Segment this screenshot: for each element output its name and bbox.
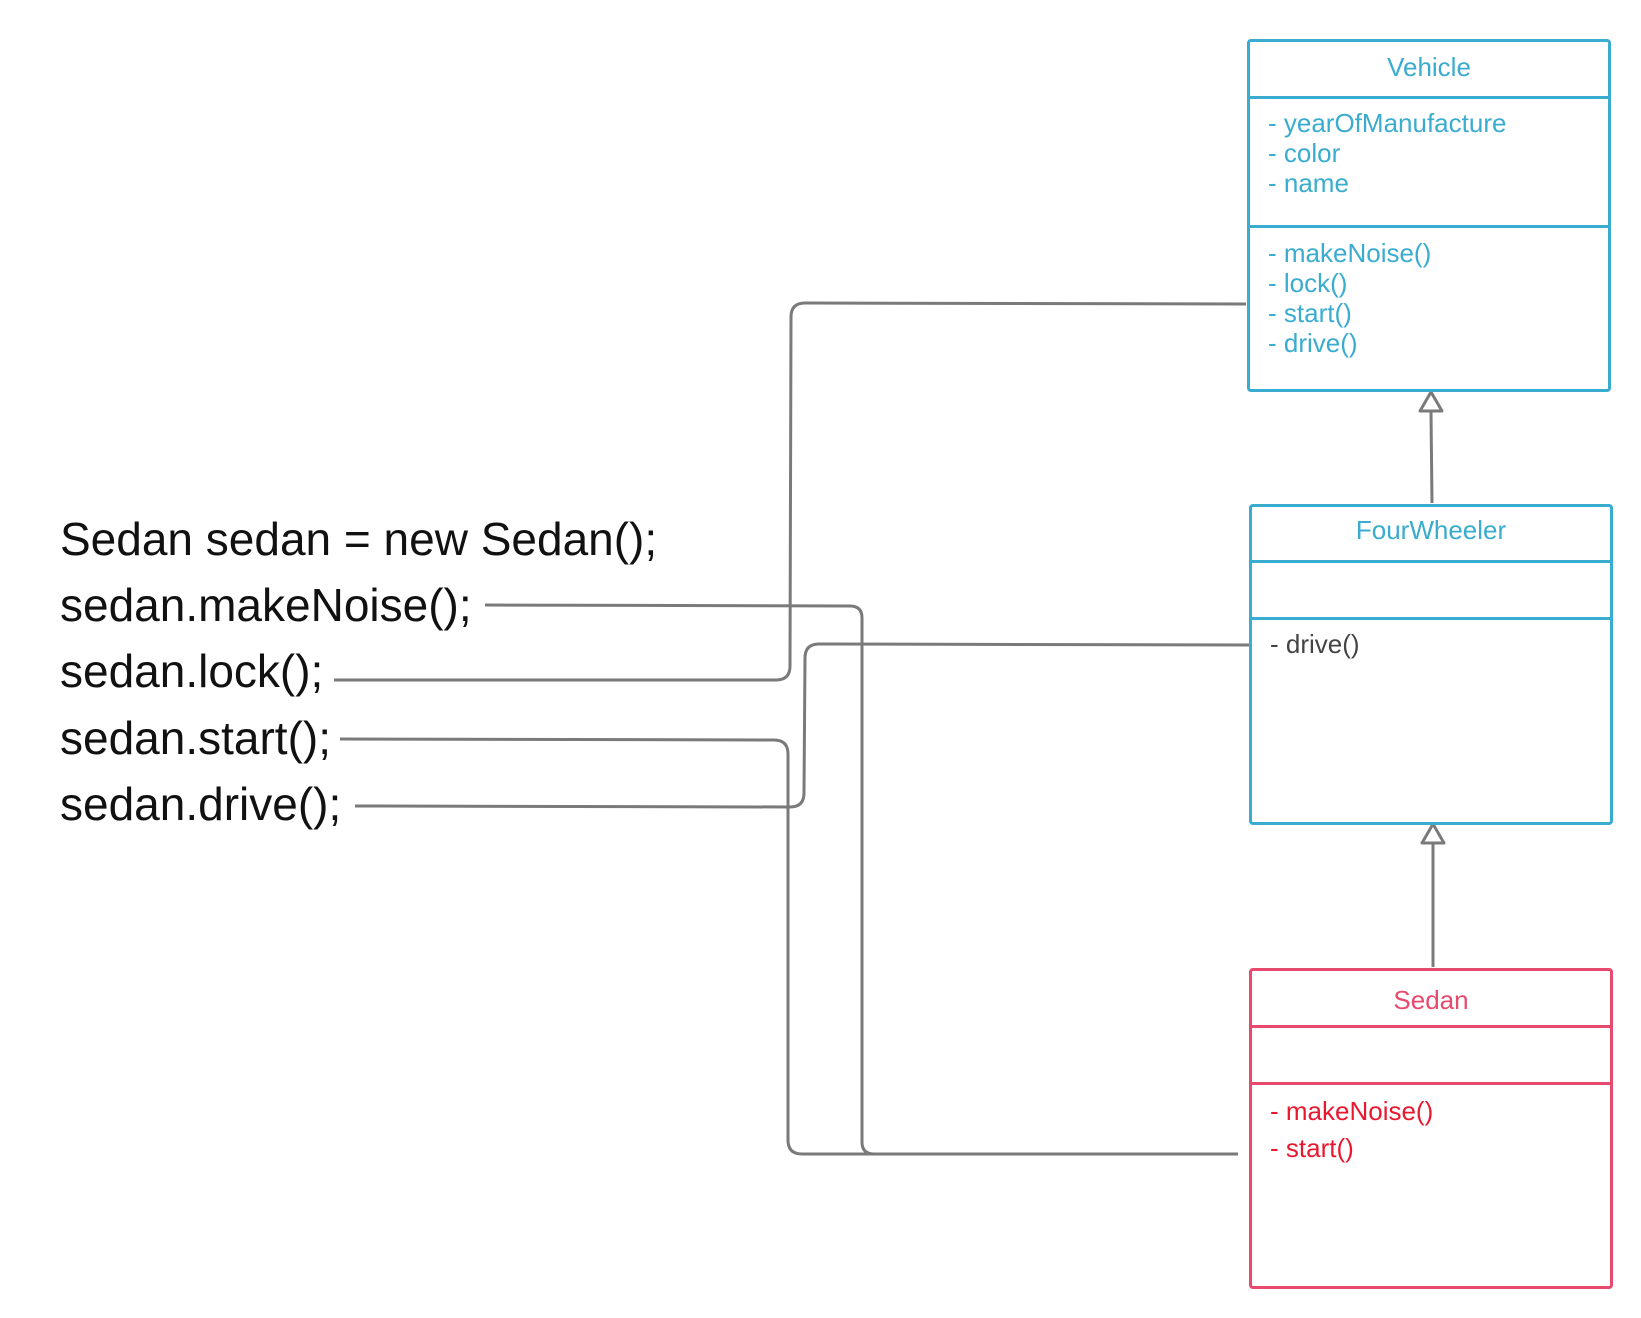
method-item: - lock() — [1268, 268, 1348, 298]
code-line-makenoise: sedan.makeNoise(); — [60, 579, 472, 631]
inheritance-arrowhead-vehicle — [1418, 390, 1444, 413]
class-title-fourwheeler: FourWheeler — [1355, 515, 1507, 545]
attribute-item: - name — [1268, 168, 1349, 198]
class-separator — [1250, 225, 1608, 228]
code-line-start: sedan.start(); — [60, 712, 331, 764]
method-item: - makeNoise() — [1268, 238, 1432, 268]
attribute-list-vehicle: - yearOfManufacture - color - name — [1268, 108, 1506, 198]
code-line-drive: sedan.drive(); — [60, 778, 342, 830]
method-item: - drive() — [1268, 328, 1358, 358]
method-item: - start() — [1268, 298, 1352, 328]
connector-lock — [334, 301, 1247, 682]
class-vehicle: Vehicle - yearOfManufacture - color - na… — [1247, 39, 1611, 392]
class-separator — [1252, 1082, 1610, 1085]
inheritance-arrowhead-fourwheeler — [1420, 822, 1446, 845]
class-separator — [1252, 560, 1610, 563]
code-line-lock: sedan.lock(); — [60, 645, 324, 697]
method-item: - start() — [1270, 1133, 1354, 1163]
connector-drive — [354, 642, 1250, 809]
attribute-item: - yearOfManufacture — [1268, 108, 1507, 138]
inheritance-line-fourwheeler-vehicle — [1429, 411, 1434, 504]
method-list-sedan: - makeNoise() - start() — [1270, 1093, 1433, 1167]
method-list-vehicle: - makeNoise() - lock() - start() - drive… — [1268, 238, 1431, 358]
method-list-fourwheeler: - drive() — [1270, 629, 1360, 659]
class-fourwheeler: FourWheeler - drive() — [1249, 504, 1613, 825]
class-sedan: Sedan - makeNoise() - start() — [1249, 968, 1613, 1289]
attribute-item: - color — [1268, 138, 1341, 168]
class-title-sedan: Sedan — [1393, 985, 1469, 1015]
class-separator — [1252, 617, 1610, 620]
code-line-constructor: Sedan sedan = new Sedan(); — [60, 513, 658, 565]
class-title-vehicle: Vehicle — [1387, 52, 1471, 82]
method-item: - drive() — [1270, 629, 1360, 659]
class-separator — [1252, 1025, 1610, 1028]
class-separator — [1250, 96, 1608, 99]
connector-makenoise — [484, 603, 1238, 1156]
method-item: - makeNoise() — [1270, 1096, 1434, 1126]
connector-start — [339, 737, 1238, 1156]
